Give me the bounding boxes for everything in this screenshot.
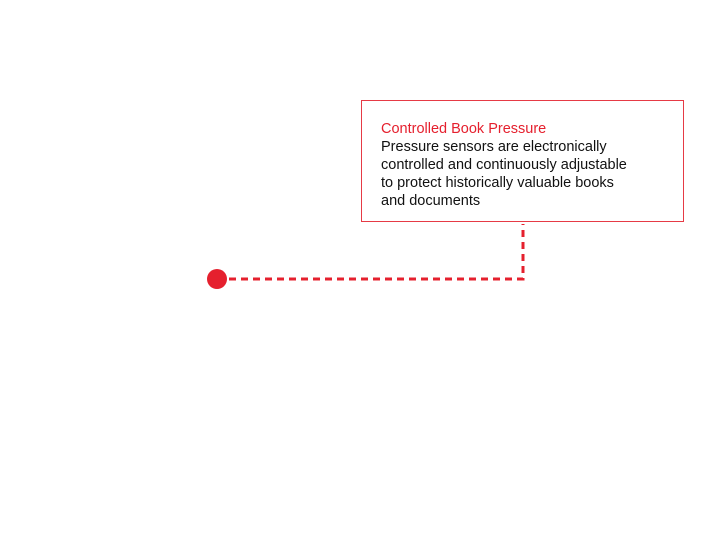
callout-body: Pressure sensors are electronically cont… [381,138,664,210]
callout-title: Controlled Book Pressure [381,121,547,137]
callout-body-line: Pressure sensors are electronically [381,139,607,155]
anchor-dot [207,269,227,289]
callout-box: Controlled Book Pressure Pressure sensor… [361,100,684,222]
callout-body-line: to protect historically valuable books [381,175,614,191]
callout-body-line: and documents [381,193,481,209]
dashed-leader-line [229,224,525,281]
callout-body-line: controlled and continuously adjustable [381,157,627,173]
